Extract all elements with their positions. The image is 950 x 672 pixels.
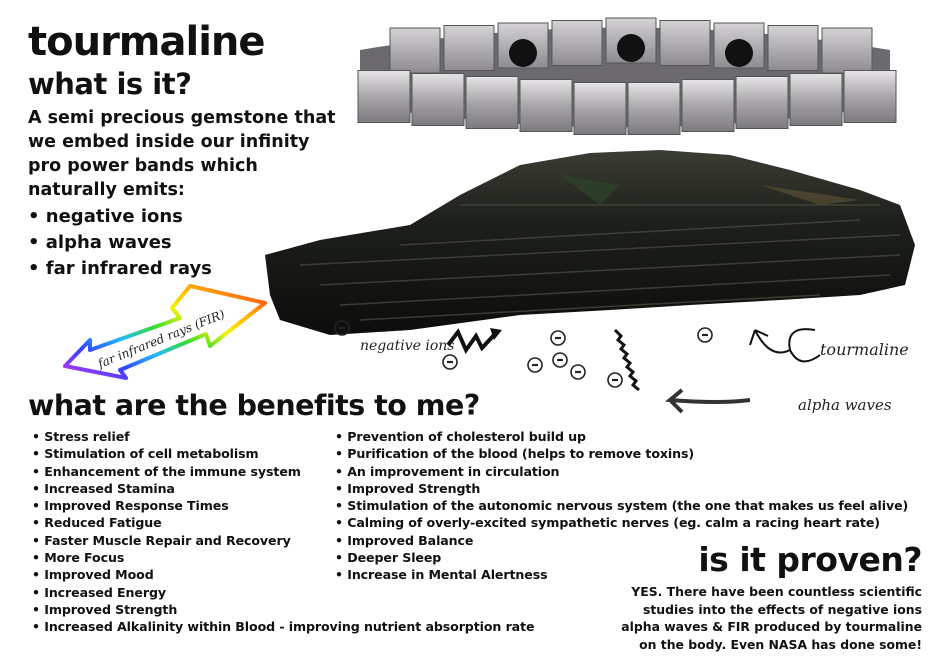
benefit-item: Increased Stamina	[32, 480, 534, 497]
tourmaline-rock-image	[265, 150, 915, 335]
benefit-item: Improved Strength	[32, 601, 534, 618]
bracelet-link	[389, 27, 441, 74]
proven-line: YES. There have been countless scientifi…	[631, 584, 922, 599]
bracelet-link	[767, 25, 819, 71]
bracelet-link	[443, 25, 495, 71]
bracelet-link	[659, 20, 711, 66]
bracelet-link	[465, 76, 519, 129]
benefit-item: Enhancement of the immune system	[32, 463, 534, 480]
benefit-item: Reduced Fatigue	[32, 514, 534, 531]
benefit-item: Calming of overly-excited sympathetic ne…	[335, 514, 908, 531]
tourmaline-label: tourmaline	[820, 340, 909, 359]
benefit-item: Improved Strength	[335, 480, 908, 497]
bracelet-link	[821, 27, 873, 74]
bracelet-image	[357, 17, 897, 135]
proven-line: on the body. Even NASA has done some!	[639, 636, 922, 652]
benefit-item: Improved Response Times	[32, 497, 534, 514]
benefit-item: Stimulation of cell metabolism	[32, 445, 534, 462]
section-heading-benefits: what are the benefits to me?	[28, 389, 480, 422]
benefit-item: An improvement in circulation	[335, 463, 908, 480]
swirl-arrow-icon	[749, 328, 821, 363]
negative-ion-icon	[697, 327, 713, 343]
benefits-list-left: Stress reliefStimulation of cell metabol…	[32, 428, 534, 636]
alpha-arrow-icon	[664, 388, 751, 414]
bracelet-link	[519, 79, 573, 132]
bracelet-link	[573, 82, 627, 135]
bracelet-link	[551, 20, 603, 66]
intro-text: A semi precious gemstone that we embed i…	[28, 108, 336, 200]
benefit-item: Stimulation of the autonomic nervous sys…	[335, 497, 908, 514]
negative-ion-icon	[550, 330, 566, 346]
section-heading-what-is-it: what is it?	[28, 67, 192, 101]
bracelet-link	[735, 76, 789, 129]
benefits-list-right: Prevention of cholesterol build upPurifi…	[335, 428, 908, 584]
emissions-list: negative ions alpha waves far infrared r…	[28, 204, 348, 282]
alpha-wave-icon	[613, 328, 640, 392]
proven-line: alpha waves & FIR produced by tourmaline	[621, 619, 922, 634]
list-item: negative ions	[28, 204, 348, 230]
benefit-item: Increased Energy	[32, 584, 534, 601]
negative-ion-icon	[334, 320, 350, 336]
proven-text: YES. There have been countless scientifi…	[592, 583, 922, 653]
page-title: tourmaline	[28, 19, 266, 65]
benefit-item: Prevention of cholesterol build up	[335, 428, 908, 445]
benefit-item: Improved Mood	[32, 566, 534, 583]
negative-ion-icon	[552, 352, 568, 368]
bracelet-link	[357, 70, 411, 123]
section-heading-proven: is it proven?	[698, 540, 922, 579]
negative-ion-icon	[607, 372, 623, 388]
benefit-item: Faster Muscle Repair and Recovery	[32, 532, 534, 549]
annotation-layer: negative ions alpha waves tourmaline	[334, 320, 909, 414]
negative-ion-icon	[570, 364, 586, 380]
bracelet-link	[789, 73, 843, 126]
benefit-item: Deeper Sleep	[335, 549, 908, 566]
negative-ions-label: negative ions	[360, 338, 454, 354]
benefit-item: Purification of the blood (helps to remo…	[335, 445, 908, 462]
benefit-item: More Focus	[32, 549, 534, 566]
list-item: alpha waves	[28, 230, 348, 256]
zigzag-arrow-icon	[446, 328, 497, 355]
alpha-waves-label: alpha waves	[798, 396, 892, 414]
negative-ion-icon	[527, 357, 543, 373]
negative-ion-icon	[442, 354, 458, 370]
bracelet-link	[681, 79, 735, 132]
benefit-item: Increase in Mental Alertness	[335, 566, 908, 583]
intro-section: A semi precious gemstone that we embed i…	[28, 106, 348, 282]
bracelet-link	[843, 70, 897, 123]
benefit-item: Improved Balance	[335, 532, 908, 549]
benefit-item: Increased Alkalinity within Blood - impr…	[32, 618, 534, 635]
bracelet-link	[627, 82, 681, 135]
list-item: far infrared rays	[28, 256, 348, 282]
proven-line: studies into the effects of negative ion…	[642, 601, 922, 617]
bracelet-link	[411, 73, 465, 126]
fir-rainbow-arrow: far infrared rays (FIR)	[63, 284, 267, 380]
benefit-item: Stress relief	[32, 428, 534, 445]
